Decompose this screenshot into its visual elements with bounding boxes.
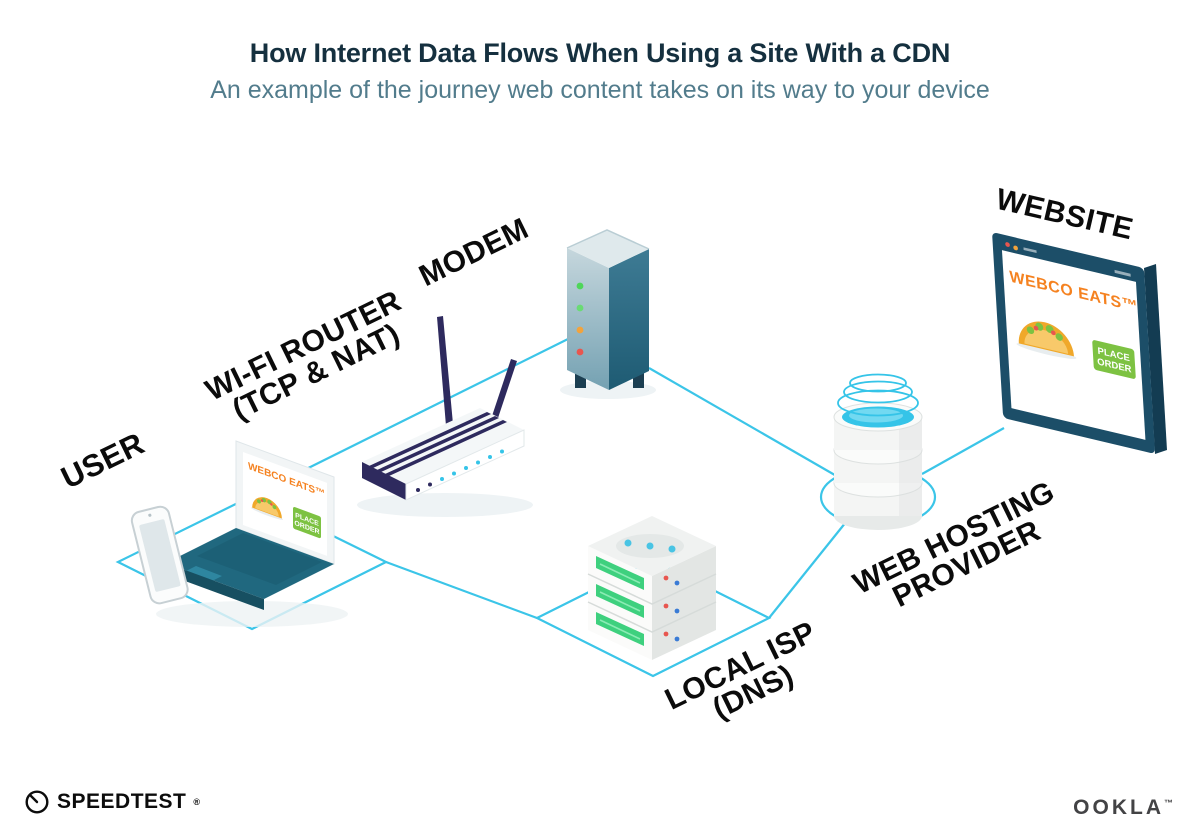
website-illustration: WEBCO EATS™ PLACE ORDER: [992, 233, 1167, 454]
server-green-panels: [596, 556, 644, 646]
server-top-indicators: [624, 539, 676, 553]
router-front-leds: [416, 449, 504, 492]
server-status-leds: [663, 575, 680, 642]
laptop-screen-content: WEBCO EATS™ PLACE ORDER: [243, 452, 327, 556]
laptop-trackpad: [180, 566, 222, 584]
line-hosting-to-website: [921, 427, 1005, 475]
line-modem-to-hosting: [648, 367, 841, 479]
router-antenna-right: [488, 359, 517, 430]
router-illustration: [357, 316, 533, 517]
speedtest-wordmark: SPEEDTEST: [57, 790, 187, 813]
speedtest-gauge-icon: [25, 790, 49, 814]
page-subtitle: An example of the journey web content ta…: [210, 76, 990, 104]
line-isp-to-hosting: [768, 521, 847, 619]
laptop-order-button: [293, 507, 321, 539]
speedtest-trademark: ®: [193, 797, 201, 807]
speedtest-logo: SPEEDTEST ®: [24, 789, 200, 815]
line-user-to-isp: [385, 560, 538, 620]
database-illustration: [833, 373, 923, 530]
browser-order-button: [1092, 340, 1136, 379]
browser-window-controls: [1005, 242, 1131, 277]
router-antenna-left: [437, 316, 453, 426]
database-rings: [837, 373, 919, 417]
ookla-logo: OOKLA™: [1073, 796, 1176, 820]
laptop-illustration: WEBCO EATS™ PLACE ORDER: [156, 440, 348, 627]
modem-led-lights: [576, 282, 584, 356]
page-title: How Internet Data Flows When Using a Sit…: [249, 38, 951, 68]
ookla-wordmark: OOKLA: [1073, 796, 1164, 819]
modem-illustration: [560, 229, 656, 399]
smartphone-illustration: [130, 505, 189, 605]
ookla-trademark: ™: [1164, 798, 1176, 808]
isp-server-illustration: [587, 516, 717, 660]
